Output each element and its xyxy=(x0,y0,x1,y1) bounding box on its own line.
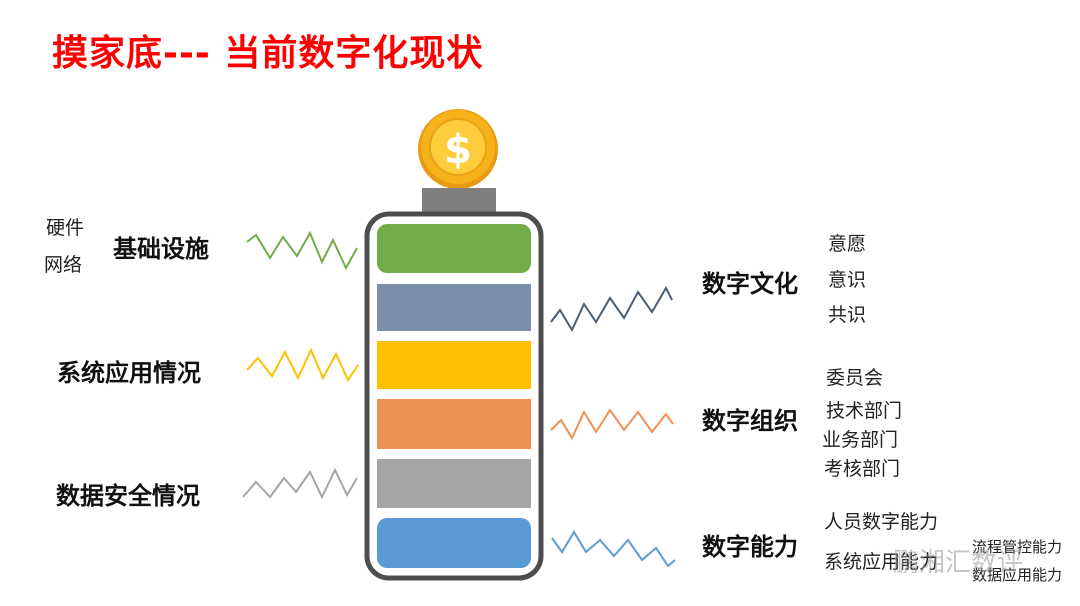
zigzag-orange xyxy=(550,408,674,441)
org-item-business-dept: 业务部门 xyxy=(822,429,899,451)
zigzag-steel xyxy=(550,285,673,333)
segment-gold xyxy=(377,341,531,389)
ability-item-staff: 人员数字能力 xyxy=(824,511,939,533)
battery-cap xyxy=(422,188,496,214)
zigzag-gold xyxy=(246,347,359,383)
segment-blue xyxy=(377,518,531,568)
zigzag-blue xyxy=(551,530,676,568)
label-data-security: 数据安全情况 xyxy=(56,482,200,510)
zigzag-green xyxy=(246,230,358,271)
culture-item-awareness: 意识 xyxy=(828,269,867,291)
segment-gray xyxy=(377,459,531,508)
page-title: 摸家底--- 当前数字化现状 xyxy=(52,33,484,74)
ability-item-system: 系统应用能力 xyxy=(824,551,939,573)
culture-item-consensus: 共识 xyxy=(828,304,867,326)
org-item-assessment-dept: 考核部门 xyxy=(824,458,901,480)
zigzag-gray xyxy=(242,467,358,500)
label-digital-ability: 数字能力 xyxy=(702,533,798,561)
segment-green xyxy=(377,224,531,273)
ability-sub-data: 数据应用能力 xyxy=(972,566,1063,584)
segment-steel xyxy=(377,284,531,331)
dollar-coin-icon: $ xyxy=(418,109,498,189)
label-system-applications: 系统应用情况 xyxy=(57,359,201,387)
label-digital-culture: 数字文化 xyxy=(702,270,798,298)
culture-item-willingness: 意愿 xyxy=(828,233,867,255)
label-digital-organization: 数字组织 xyxy=(702,407,798,435)
infra-sub-network: 网络 xyxy=(44,254,83,276)
org-item-committee: 委员会 xyxy=(826,367,884,389)
segment-orange xyxy=(377,399,531,449)
org-item-tech-dept: 技术部门 xyxy=(826,400,903,422)
label-infrastructure: 基础设施 xyxy=(113,235,209,263)
coin-symbol: $ xyxy=(444,127,472,173)
ability-sub-process: 流程管控能力 xyxy=(972,538,1063,556)
infra-sub-hardware: 硬件 xyxy=(46,217,85,239)
watermark: 鹏湘汇数评 xyxy=(893,548,1024,578)
